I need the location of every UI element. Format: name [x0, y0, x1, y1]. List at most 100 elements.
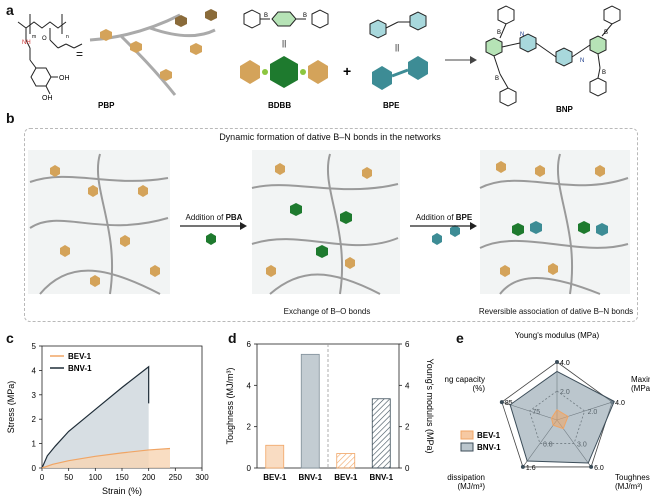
x-category-label: BEV-1 — [334, 473, 358, 482]
m-subscript: m — [32, 34, 36, 40]
radar-axis-label: (%) — [473, 384, 486, 393]
series-bnv-line — [41, 365, 150, 469]
panel-a-schematic: NH O OH OH m n = PBP B B || BDBB + — [17, 5, 621, 114]
panel-c-letter: c — [6, 330, 14, 346]
pbp-cartoon — [89, 9, 217, 96]
y-tick-label: 1 — [32, 440, 37, 449]
bnp-structure — [485, 5, 621, 107]
svg-text:N: N — [580, 58, 584, 64]
radar-tick-label: 4.0 — [615, 400, 625, 407]
x-tick-label: 100 — [89, 473, 103, 482]
y-tick-label: 0 — [32, 464, 37, 473]
bpe-label: BPE — [383, 101, 400, 110]
caption-middle: Exchange of B–O bonds — [283, 307, 371, 316]
bar-2 — [336, 453, 356, 469]
radar-axis-end — [499, 400, 504, 405]
panel-b-title: Dynamic formation of dative B–N bonds in… — [219, 132, 441, 142]
x-tick-label: 300 — [195, 473, 209, 482]
y-tick-label-left: 2 — [247, 423, 252, 432]
y-tick-label: 4 — [32, 366, 37, 375]
y-tick-label-right: 2 — [405, 423, 410, 432]
y-tick-label: 2 — [32, 415, 37, 424]
y-tick-label-right: 4 — [405, 381, 410, 390]
network-middle — [252, 150, 400, 294]
chart-e: 2.04.02.04.03.06.00.81.67585Young's modu… — [445, 331, 650, 491]
legend-label-bnv-1: BNV-1 — [477, 443, 501, 452]
bpe-structure — [369, 11, 427, 39]
x-tick-label: 150 — [115, 473, 129, 482]
oh-label-1: OH — [59, 75, 70, 82]
svg-text:B: B — [602, 70, 606, 76]
panel-b-letter: b — [6, 110, 15, 126]
y-axis-label: Stress (MPa) — [6, 381, 16, 434]
panel-b-frame — [24, 128, 638, 322]
radar-axis-label: Energy dissipation — [445, 473, 485, 482]
n-subscript: n — [66, 34, 69, 40]
radar-series-bev-1 — [550, 409, 569, 430]
y-tick-label: 3 — [32, 391, 37, 400]
svg-text:B: B — [303, 13, 307, 19]
legend-label-bev-1: BEV-1 — [68, 352, 92, 361]
x-axis-label: Strain (%) — [102, 486, 142, 496]
x-category-label: BNV-1 — [369, 473, 393, 482]
radar-axis-label: (MJ/m³) — [457, 482, 485, 491]
x-tick-label: 200 — [142, 473, 156, 482]
bpe-equals: || — [395, 43, 399, 52]
radar-axis-label: Maximum stress — [631, 375, 650, 384]
radar-axis-label: Young's modulus (MPa) — [515, 331, 600, 340]
x-category-label: BEV-1 — [263, 473, 287, 482]
radar-tick-label: 1.6 — [526, 465, 536, 472]
radar-axis-end — [520, 464, 525, 469]
legend-swatch-bnv-1 — [460, 442, 474, 452]
panel-b-networks — [29, 153, 629, 295]
radar-tick-label: 4.0 — [560, 360, 570, 367]
radar-tick-label: 6.0 — [594, 465, 604, 472]
y-tick-label-right: 6 — [405, 340, 410, 349]
bdbb-label: BDBB — [268, 101, 291, 110]
svg-text:B: B — [497, 30, 501, 36]
svg-text:O: O — [42, 36, 47, 42]
svg-text:B: B — [604, 30, 608, 36]
legend-label-bev-1: BEV-1 — [477, 431, 501, 440]
y-tick-label: 5 — [32, 342, 37, 351]
panel-e-letter: e — [456, 330, 464, 346]
y-tick-label-left: 4 — [247, 381, 252, 390]
bnp-label: BNP — [556, 105, 574, 114]
legend-label-bnv-1: BNV-1 — [68, 364, 92, 373]
pbp-label: PBP — [98, 101, 115, 110]
bdbb-cartoon — [240, 56, 328, 88]
y-axis-label-right: Young's modulus (MPa) — [425, 359, 435, 454]
bdbb-structure — [243, 9, 329, 29]
panel-a-letter: a — [6, 2, 14, 18]
panel-d-letter: d — [228, 330, 237, 346]
series-bev-line — [41, 447, 171, 469]
caption-right: Reversible association of dative B–N bon… — [478, 307, 634, 316]
radar-axis-label: (MPa) — [631, 384, 650, 393]
bar-3 — [371, 398, 391, 469]
bdbb-equals: || — [282, 39, 286, 48]
y-axis-label-left: Toughness (MJ/m³) — [225, 367, 235, 444]
arrow2-label: Addition of BPE — [415, 213, 473, 222]
y-tick-label-right: 0 — [405, 464, 410, 473]
series-bnv-fill — [42, 366, 149, 468]
radar-axis-label: Damping capacity — [445, 375, 485, 384]
radar-axis-label: (MJ/m³) — [615, 482, 643, 491]
svg-text:B: B — [264, 13, 268, 19]
pbp-structure — [17, 14, 83, 95]
plus-sign: + — [343, 63, 351, 79]
bpe-cartoon — [372, 56, 428, 90]
radar-axis-label: Toughness — [615, 473, 650, 482]
radar-axis-end — [555, 360, 559, 364]
y-tick-label-left: 0 — [247, 464, 252, 473]
equals-sign: = — [76, 47, 83, 61]
series-bev-fill — [42, 448, 170, 468]
svg-text:N: N — [520, 32, 524, 38]
radar-tick-label: 85 — [505, 400, 513, 407]
x-tick-label: 250 — [169, 473, 183, 482]
bar-1 — [300, 353, 320, 469]
bar-0 — [265, 444, 285, 469]
svg-text:NH: NH — [22, 40, 31, 46]
arrow1-label: Addition of PBA — [185, 213, 243, 222]
